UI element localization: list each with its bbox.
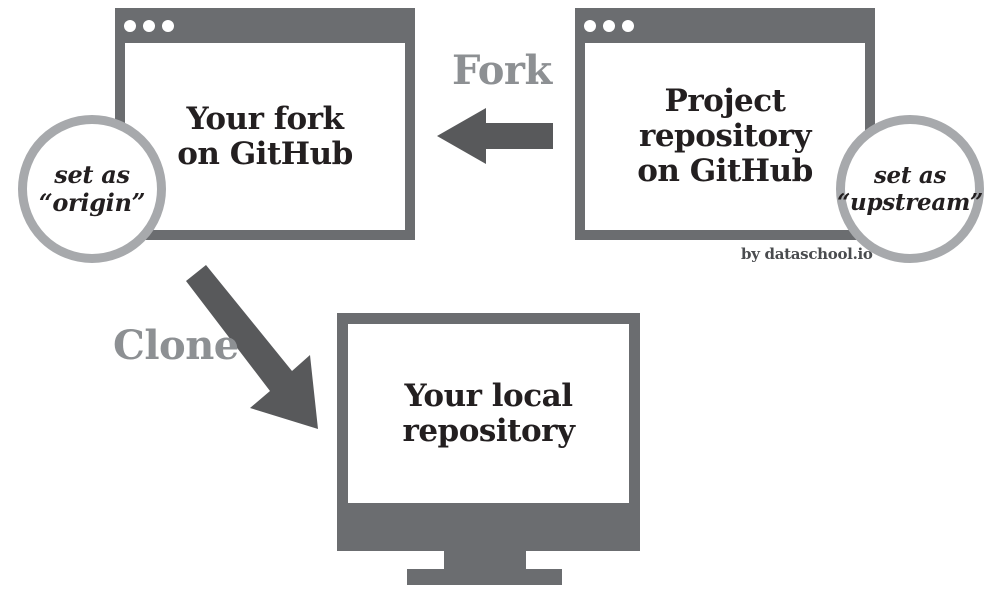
annotation-origin-line1: set as (54, 159, 130, 189)
monitor-screen: Your local repository (348, 324, 629, 503)
annotation-upstream-text: set as “upstream” (837, 162, 983, 216)
browser-titlebar (115, 8, 415, 43)
window-fork-line1: Your fork (186, 100, 344, 137)
annotation-circle-origin: set as “origin” (18, 115, 166, 263)
window-project-line3: on GitHub (637, 152, 813, 189)
browser-screen: Your fork on GitHub (125, 43, 405, 230)
window-project-line2: repository (639, 118, 811, 155)
dot-red-icon (584, 19, 596, 32)
annotation-origin-line2: “origin” (38, 188, 146, 217)
annotation-upstream-line1: set as (873, 161, 947, 189)
dot-yellow-icon (143, 19, 155, 32)
annotation-origin-text: set as “origin” (38, 159, 146, 218)
browser-window-project-repository: Project repository on GitHub (575, 8, 875, 240)
monitor-label: Your local repository (402, 377, 575, 449)
fork-arrow-icon (437, 108, 553, 164)
attribution-text: by dataschool.io (741, 245, 873, 263)
monitor-your-local-repository: Your local repository (337, 313, 640, 551)
dot-green-icon (622, 19, 634, 32)
browser-titlebar (575, 8, 875, 43)
dot-yellow-icon (603, 19, 615, 32)
annotation-upstream-line2: “upstream” (837, 189, 983, 216)
dot-green-icon (162, 19, 174, 32)
fork-arrow-label: Fork (452, 47, 552, 94)
browser-window-your-fork: Your fork on GitHub (115, 8, 415, 240)
monitor-base (407, 569, 562, 585)
monitor-neck (444, 551, 526, 573)
window-fork-line2: on GitHub (177, 135, 353, 172)
annotation-circle-upstream: set as “upstream” (836, 115, 984, 263)
browser-screen: Project repository on GitHub (585, 43, 865, 230)
monitor-line1: Your local (404, 377, 573, 414)
window-project-line1: Project (664, 83, 786, 120)
window-project-label: Project repository on GitHub (637, 84, 813, 188)
monitor-line2: repository (402, 412, 575, 449)
window-fork-label: Your fork on GitHub (177, 100, 353, 172)
clone-arrow-label: Clone (113, 322, 239, 369)
dot-red-icon (124, 19, 136, 32)
clone-arrow-icon (186, 265, 318, 429)
